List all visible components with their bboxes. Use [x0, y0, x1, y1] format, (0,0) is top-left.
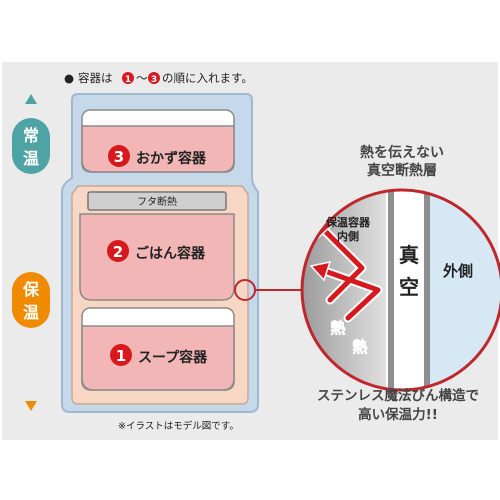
- heat-label-2: 熱: [352, 338, 367, 356]
- container-1-label: スープ容器: [138, 349, 208, 366]
- footer-claim-line-1: ステンレス魔法びん構造で: [317, 387, 479, 404]
- room-temp-label-1: 常: [23, 126, 39, 145]
- container-2-number-badge: [107, 240, 129, 262]
- container-1-body: [81, 325, 235, 391]
- heat-arrowhead-2-icon: [309, 260, 332, 282]
- container-3-number-badge: [108, 145, 130, 167]
- vacuum-inner-edge: [388, 190, 394, 390]
- container-1-number: 1: [116, 347, 126, 365]
- room-temp-badge: [12, 118, 50, 174]
- keep-warm-badge: [12, 272, 50, 328]
- axis-arrow-down-icon: [25, 401, 37, 411]
- insulation-title-line-2: 真空断熱層: [367, 162, 437, 179]
- inner-wall-label-line-2: 内側: [337, 229, 359, 243]
- note-number-1: 1: [125, 75, 131, 85]
- note-bullet: ●: [64, 71, 74, 85]
- heat-label-1: 熱: [330, 319, 345, 337]
- order-note: ● 容器は 1 ～ 3 の順に入れます。: [64, 71, 253, 85]
- lid-insulation-label: フタ断熱: [137, 195, 177, 208]
- note-text-after: の順に入れます。: [162, 71, 253, 85]
- outer-wall: [430, 190, 500, 390]
- model-illustration-caption: ※イラストはモデル図です。: [118, 420, 239, 432]
- container-2-number: 2: [113, 243, 123, 261]
- note-tilde: ～: [136, 71, 148, 85]
- axis-arrow-up-icon: [25, 94, 37, 104]
- temperature-axis: 常 温 保 温: [12, 94, 50, 411]
- note-text-before: 容器は: [78, 71, 113, 85]
- magnifier-ring: [300, 188, 500, 392]
- container-2-body: [79, 213, 235, 301]
- container-3-number: 3: [114, 148, 124, 166]
- footer-claim-line-2: 高い保温力!!: [358, 406, 438, 423]
- inner-wall-label-line-1: 保温容器: [325, 215, 371, 229]
- heat-arrow-2-icon: [319, 267, 381, 321]
- note-number-3-badge: [148, 72, 160, 84]
- heat-reflection-arrows: [317, 223, 383, 323]
- container-1-number-badge: [110, 344, 132, 366]
- vacuum-outer-edge: [424, 190, 430, 390]
- room-temp-label-2: 温: [22, 149, 39, 168]
- insulation-title-line-1: 熱を伝えない: [360, 144, 444, 161]
- container-3-label: おかず容器: [136, 150, 207, 167]
- note-number-3: 3: [151, 75, 157, 85]
- keep-warm-label-1: 保: [22, 280, 40, 299]
- container-2-label: ごはん容器: [135, 245, 206, 262]
- lunch-jar: 3 おかず容器 フタ断熱 2 ごはん容器 1 スープ容器: [61, 93, 259, 413]
- note-number-1-badge: [122, 72, 134, 84]
- outer-wall-label: 外側: [442, 262, 473, 280]
- heat-arrow-1-icon: [319, 225, 365, 303]
- vacuum-label-2: 空: [399, 275, 419, 299]
- lid-insulation-block: [87, 191, 227, 211]
- keep-warm-label-2: 温: [22, 303, 39, 322]
- vacuum-label-1: 真: [399, 243, 419, 267]
